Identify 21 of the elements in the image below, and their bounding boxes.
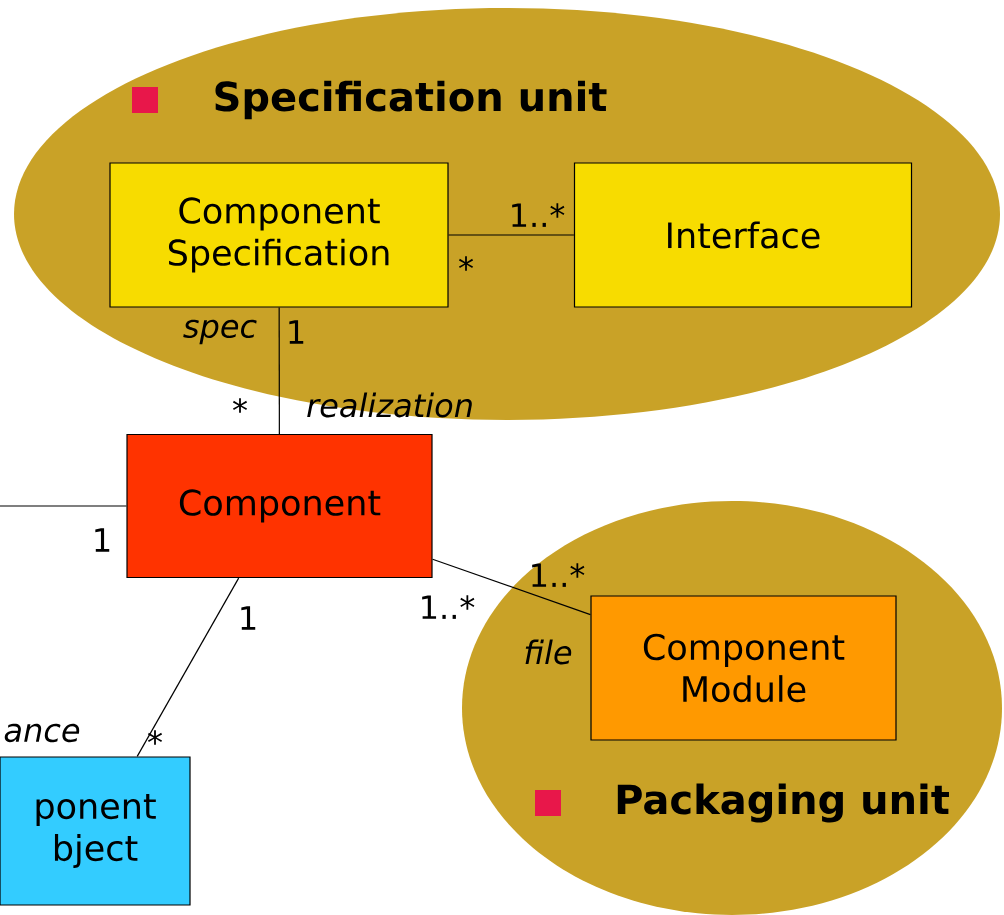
component-box: Component bbox=[126, 433, 433, 579]
multiplicity-label: * bbox=[458, 256, 474, 271]
multiplicity-label: 1 bbox=[289, 320, 304, 344]
role-label: spec bbox=[183, 319, 257, 345]
multiplicity-label: 1..* bbox=[512, 203, 565, 227]
connector-line bbox=[136, 577, 240, 757]
connector-line bbox=[432, 558, 591, 616]
component-box: ponent bject bbox=[0, 756, 191, 906]
connector-line bbox=[448, 234, 575, 236]
multiplicity-label: * bbox=[232, 398, 248, 413]
multiplicity-label: 1 bbox=[95, 528, 110, 552]
multiplicity-label: 1..* bbox=[532, 563, 585, 587]
multiplicity-label: 1 bbox=[241, 606, 256, 630]
multiplicity-label: * bbox=[147, 730, 163, 745]
connector-line bbox=[0, 505, 127, 507]
component-box: Component Specification bbox=[109, 162, 449, 308]
role-label: file bbox=[525, 639, 572, 665]
component-box: Interface bbox=[573, 162, 913, 308]
role-label: realization bbox=[307, 392, 472, 418]
connector-line bbox=[278, 307, 280, 435]
component-box: Component Module bbox=[590, 595, 897, 741]
